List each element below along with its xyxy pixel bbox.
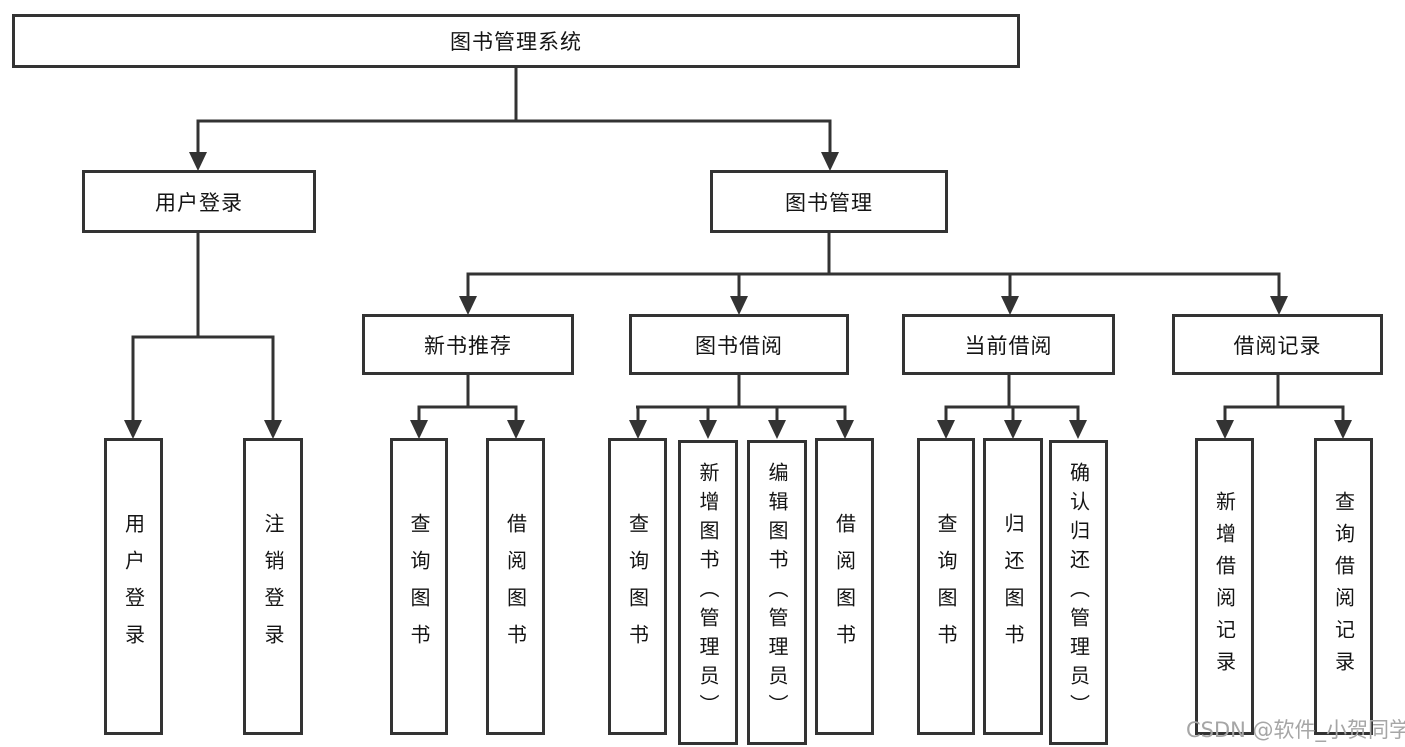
node-user-login-branch: 用户登录 [82, 170, 316, 233]
csdn-watermark: CSDN @软件_小贺同学 [1186, 718, 1405, 742]
leaf-query-books-borrowing: 查询图书 [608, 438, 667, 735]
leaf-add-books-admin: 新增图书（管理员） [678, 440, 738, 745]
leaf-borrow-books-recommend: 借阅图书 [486, 438, 545, 735]
leaf-logout: 注销登录 [243, 438, 303, 735]
leaf-query-books-recommend: 查询图书 [390, 438, 448, 735]
node-book-borrowing: 图书借阅 [629, 314, 849, 375]
leaf-borrow-books: 借阅图书 [815, 438, 874, 735]
node-library-management-system: 图书管理系统 [12, 14, 1020, 68]
node-new-book-recommendation: 新书推荐 [362, 314, 574, 375]
leaf-edit-books-admin: 编辑图书（管理员） [747, 440, 807, 745]
node-book-management-branch: 图书管理 [710, 170, 948, 233]
node-borrowing-records: 借阅记录 [1172, 314, 1383, 375]
leaf-query-borrowing-record: 查询借阅记录 [1314, 438, 1373, 735]
node-current-borrowing: 当前借阅 [902, 314, 1115, 375]
leaf-query-books-current: 查询图书 [917, 438, 975, 735]
leaf-confirm-return-admin: 确认归还（管理员） [1049, 440, 1108, 745]
leaf-return-books: 归还图书 [983, 438, 1043, 735]
leaf-user-login: 用户登录 [104, 438, 163, 735]
leaf-add-borrowing-record: 新增借阅记录 [1195, 438, 1254, 735]
